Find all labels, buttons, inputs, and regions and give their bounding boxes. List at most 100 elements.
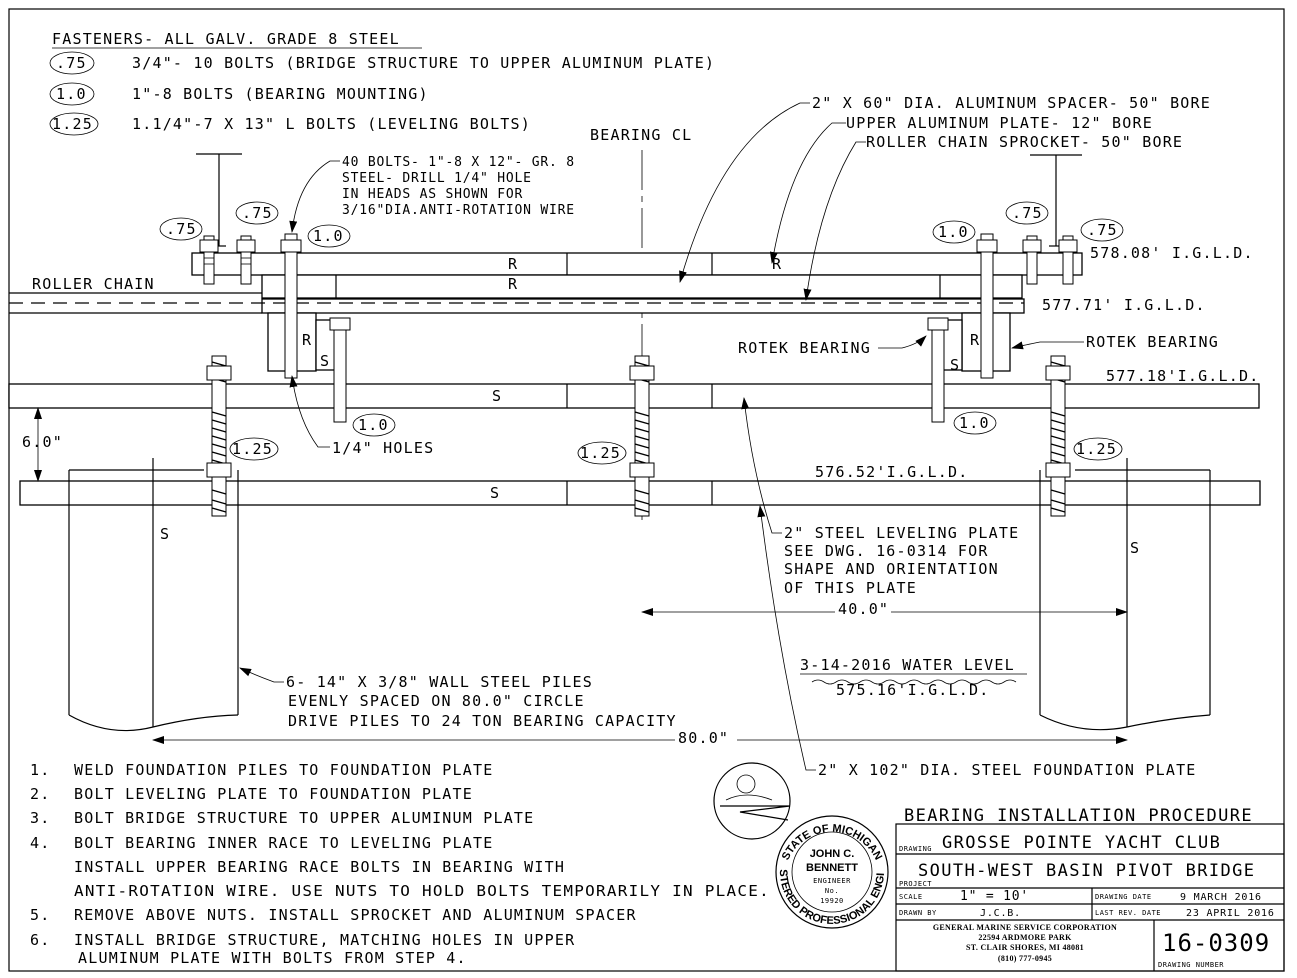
water-level-date: 3-14-2016 WATER LEVEL bbox=[800, 656, 1015, 674]
company-name: GENERAL MARINE SERVICE CORPORATION bbox=[933, 923, 1117, 932]
mark-r: R bbox=[508, 255, 518, 273]
material-marks: R R R R R S S S S S S bbox=[160, 255, 1140, 557]
step-number: 2. bbox=[30, 785, 50, 803]
step-text: INSTALL BRIDGE STRUCTURE, MATCHING HOLES… bbox=[74, 931, 575, 949]
project-title: SOUTH-WEST BASIN PIVOT BRIDGE bbox=[918, 861, 1255, 881]
drawing-title: GROSSE POINTE YACHT CLUB bbox=[942, 833, 1221, 853]
elevation-sprocket: 577.71' I.G.L.D. bbox=[1042, 296, 1206, 314]
title-heading: BEARING INSTALLATION PROCEDURE bbox=[904, 806, 1253, 826]
step-text: BOLT BRIDGE STRUCTURE TO UPPER ALUMINUM … bbox=[74, 809, 534, 827]
callout-tag: 1.0 bbox=[938, 223, 969, 241]
leveling-plate-note: 2" STEEL LEVELING PLATE bbox=[784, 524, 1019, 542]
rotek-bearing-right-label: ROTEK BEARING bbox=[1086, 333, 1219, 351]
fastener-tag: 1.0 bbox=[56, 85, 87, 103]
bolts-note-line: 40 BOLTS- 1"-8 X 12"- GR. 8 bbox=[342, 155, 575, 170]
step-number: 5. bbox=[30, 906, 50, 924]
spacer-label: 2" X 60" DIA. ALUMINUM SPACER- 50" BORE bbox=[812, 94, 1211, 112]
stamp-name1: JOHN C. bbox=[810, 848, 855, 860]
steel-leveling-plate bbox=[8, 383, 1260, 409]
callout-tag: 1.25 bbox=[232, 440, 273, 458]
mark-s: S bbox=[490, 484, 500, 502]
bearing-cl-label: BEARING CL bbox=[590, 126, 692, 144]
callout-tag: .75 bbox=[242, 204, 273, 222]
piles-note: 6- 14" X 3/8" WALL STEEL PILES bbox=[286, 673, 593, 691]
stamp-role: ENGINEER bbox=[813, 877, 851, 885]
fastener-tag: .75 bbox=[56, 54, 87, 72]
leveling-plate-note: SEE DWG. 16-0314 FOR bbox=[784, 542, 989, 560]
callout-tag: 1.0 bbox=[313, 227, 344, 245]
drawing-date: 9 MARCH 2016 bbox=[1180, 892, 1262, 903]
piles-note: DRIVE PILES TO 24 TON BEARING CAPACITY bbox=[288, 712, 677, 730]
bolts-note-line: 3/16"DIA.ANTI-ROTATION WIRE bbox=[342, 203, 575, 218]
mark-s: S bbox=[320, 352, 330, 370]
leveling-plate-note: OF THIS PLATE bbox=[784, 579, 917, 597]
fastener-item: 1"-8 BOLTS (BEARING MOUNTING) bbox=[132, 85, 429, 103]
sprocket-label: ROLLER CHAIN SPROCKET- 50" BORE bbox=[866, 133, 1183, 151]
company-phone: (810) 777-0945 bbox=[998, 954, 1052, 963]
company-city: ST. CLAIR SHORES, MI 48081 bbox=[966, 943, 1084, 952]
leveling-bolts bbox=[206, 355, 1071, 517]
step-number: 6. bbox=[30, 931, 50, 949]
last-rev-date: 23 APRIL 2016 bbox=[1186, 908, 1275, 919]
dim-80-label: 80.0" bbox=[678, 729, 729, 747]
sheet-border bbox=[8, 8, 1285, 972]
step-text: ANTI-ROTATION WIRE. USE NUTS TO HOLD BOL… bbox=[74, 882, 770, 900]
bolts-note-line: IN HEADS AS SHOWN FOR bbox=[342, 187, 523, 202]
company-address: 22594 ARDMORE PARK bbox=[978, 933, 1072, 942]
mark-r: R bbox=[772, 255, 782, 273]
foundation-plate-label: 2" X 102" DIA. STEEL FOUNDATION PLATE bbox=[818, 761, 1197, 779]
title-block: BEARING INSTALLATION PROCEDURE DRAWING G… bbox=[895, 806, 1285, 972]
project-label: PROJECT bbox=[899, 880, 932, 888]
elevation-foundation-plate: 576.52'I.G.L.D. bbox=[815, 463, 968, 481]
callout-tag: 1.25 bbox=[1076, 440, 1117, 458]
fastener-item: 3/4"- 10 BOLTS (BRIDGE STRUCTURE TO UPPE… bbox=[132, 54, 715, 72]
drawing-date-label: DRAWING DATE bbox=[1095, 893, 1152, 901]
callout-tag: .75 bbox=[166, 220, 197, 238]
bolts-upper bbox=[199, 233, 1078, 423]
dim-6-label: 6.0" bbox=[22, 433, 63, 451]
fastener-callouts: .75 .75 1.0 1.0 .75 .75 1.0 1.0 1.25 1.2… bbox=[159, 201, 1124, 465]
roller-chain-sprocket bbox=[261, 298, 1025, 314]
mark-s: S bbox=[950, 356, 960, 374]
step-number: 3. bbox=[30, 809, 50, 827]
dim-40-label: 40.0" bbox=[838, 600, 889, 618]
fastener-heading: FASTENERS- ALL GALV. GRADE 8 STEEL bbox=[52, 30, 400, 48]
mark-r: R bbox=[508, 275, 518, 293]
step-text: REMOVE ABOVE NUTS. INSTALL SPROCKET AND … bbox=[74, 906, 637, 924]
step-number: 1. bbox=[30, 761, 50, 779]
callout-tag: 1.0 bbox=[959, 414, 990, 432]
callout-tag: .75 bbox=[1087, 221, 1118, 239]
elevation-leveling-plate: 577.18'I.G.L.D. bbox=[1106, 367, 1259, 385]
callout-tag: 1.0 bbox=[358, 416, 389, 434]
step-number: 4. bbox=[30, 834, 50, 852]
mark-s: S bbox=[160, 525, 170, 543]
scale-value: 1" = 10' bbox=[960, 889, 1029, 904]
aluminum-spacer bbox=[261, 274, 1023, 299]
drawing-label: DRAWING bbox=[899, 845, 932, 853]
drawn-by-label: DRAWN BY bbox=[899, 909, 937, 917]
fastener-legend: FASTENERS- ALL GALV. GRADE 8 STEEL .75 3… bbox=[49, 30, 715, 136]
step-text: BOLT LEVELING PLATE TO FOUNDATION PLATE bbox=[74, 785, 473, 803]
bolts-note-line: STEEL- DRILL 1/4" HOLE bbox=[342, 171, 532, 186]
mark-s: S bbox=[1130, 539, 1140, 557]
mark-r: R bbox=[970, 331, 980, 349]
company-logo bbox=[713, 762, 791, 840]
last-rev-label: LAST REV. DATE bbox=[1095, 909, 1161, 917]
fastener-tag: 1.25 bbox=[52, 115, 93, 133]
step-text: ALUMINUM PLATE WITH BOLTS FROM STEP 4. bbox=[78, 949, 467, 967]
step-text: INSTALL UPPER BEARING RACE BOLTS IN BEAR… bbox=[74, 858, 565, 876]
elevation-upper-plate: 578.08' I.G.L.D. bbox=[1090, 244, 1254, 262]
stamp-number: 19920 bbox=[820, 897, 844, 905]
annotations: BEARING CL 2" X 60" DIA. ALUMINUM SPACER… bbox=[22, 94, 1259, 779]
roller-chain-label: ROLLER CHAIN bbox=[32, 275, 155, 293]
drawing-number-label: DRAWING NUMBER bbox=[1158, 961, 1224, 969]
drawn-by: J.C.B. bbox=[980, 908, 1021, 919]
holes-label: 1/4" HOLES bbox=[332, 439, 434, 457]
stamp-name2: BENNETT bbox=[806, 862, 858, 874]
callout-tag: .75 bbox=[1012, 204, 1043, 222]
callout-tag: 1.25 bbox=[580, 444, 621, 462]
rotek-bearing-left-label: ROTEK BEARING bbox=[738, 339, 871, 357]
scale-label: SCALE bbox=[899, 893, 923, 901]
steel-piles bbox=[68, 458, 1211, 732]
